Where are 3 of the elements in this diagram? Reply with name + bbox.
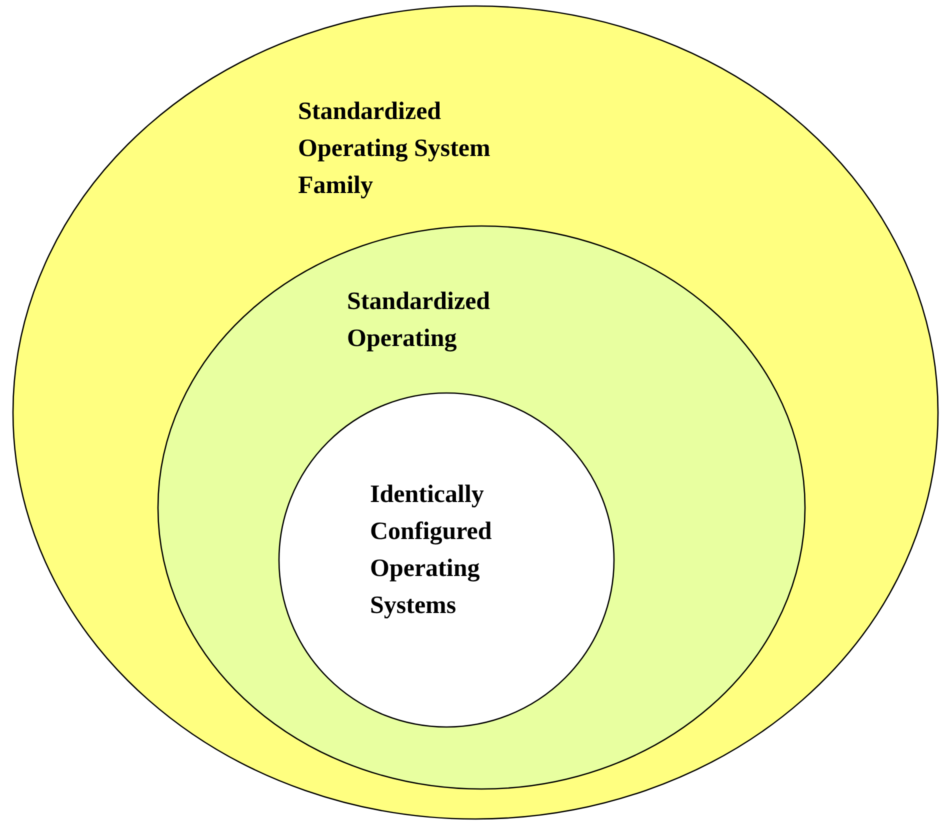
region-label: Standardized Operating System Family xyxy=(298,97,492,201)
region-label: Standardized Operating xyxy=(347,287,492,354)
region-label: Identically Configured Operating Systems xyxy=(370,480,493,621)
